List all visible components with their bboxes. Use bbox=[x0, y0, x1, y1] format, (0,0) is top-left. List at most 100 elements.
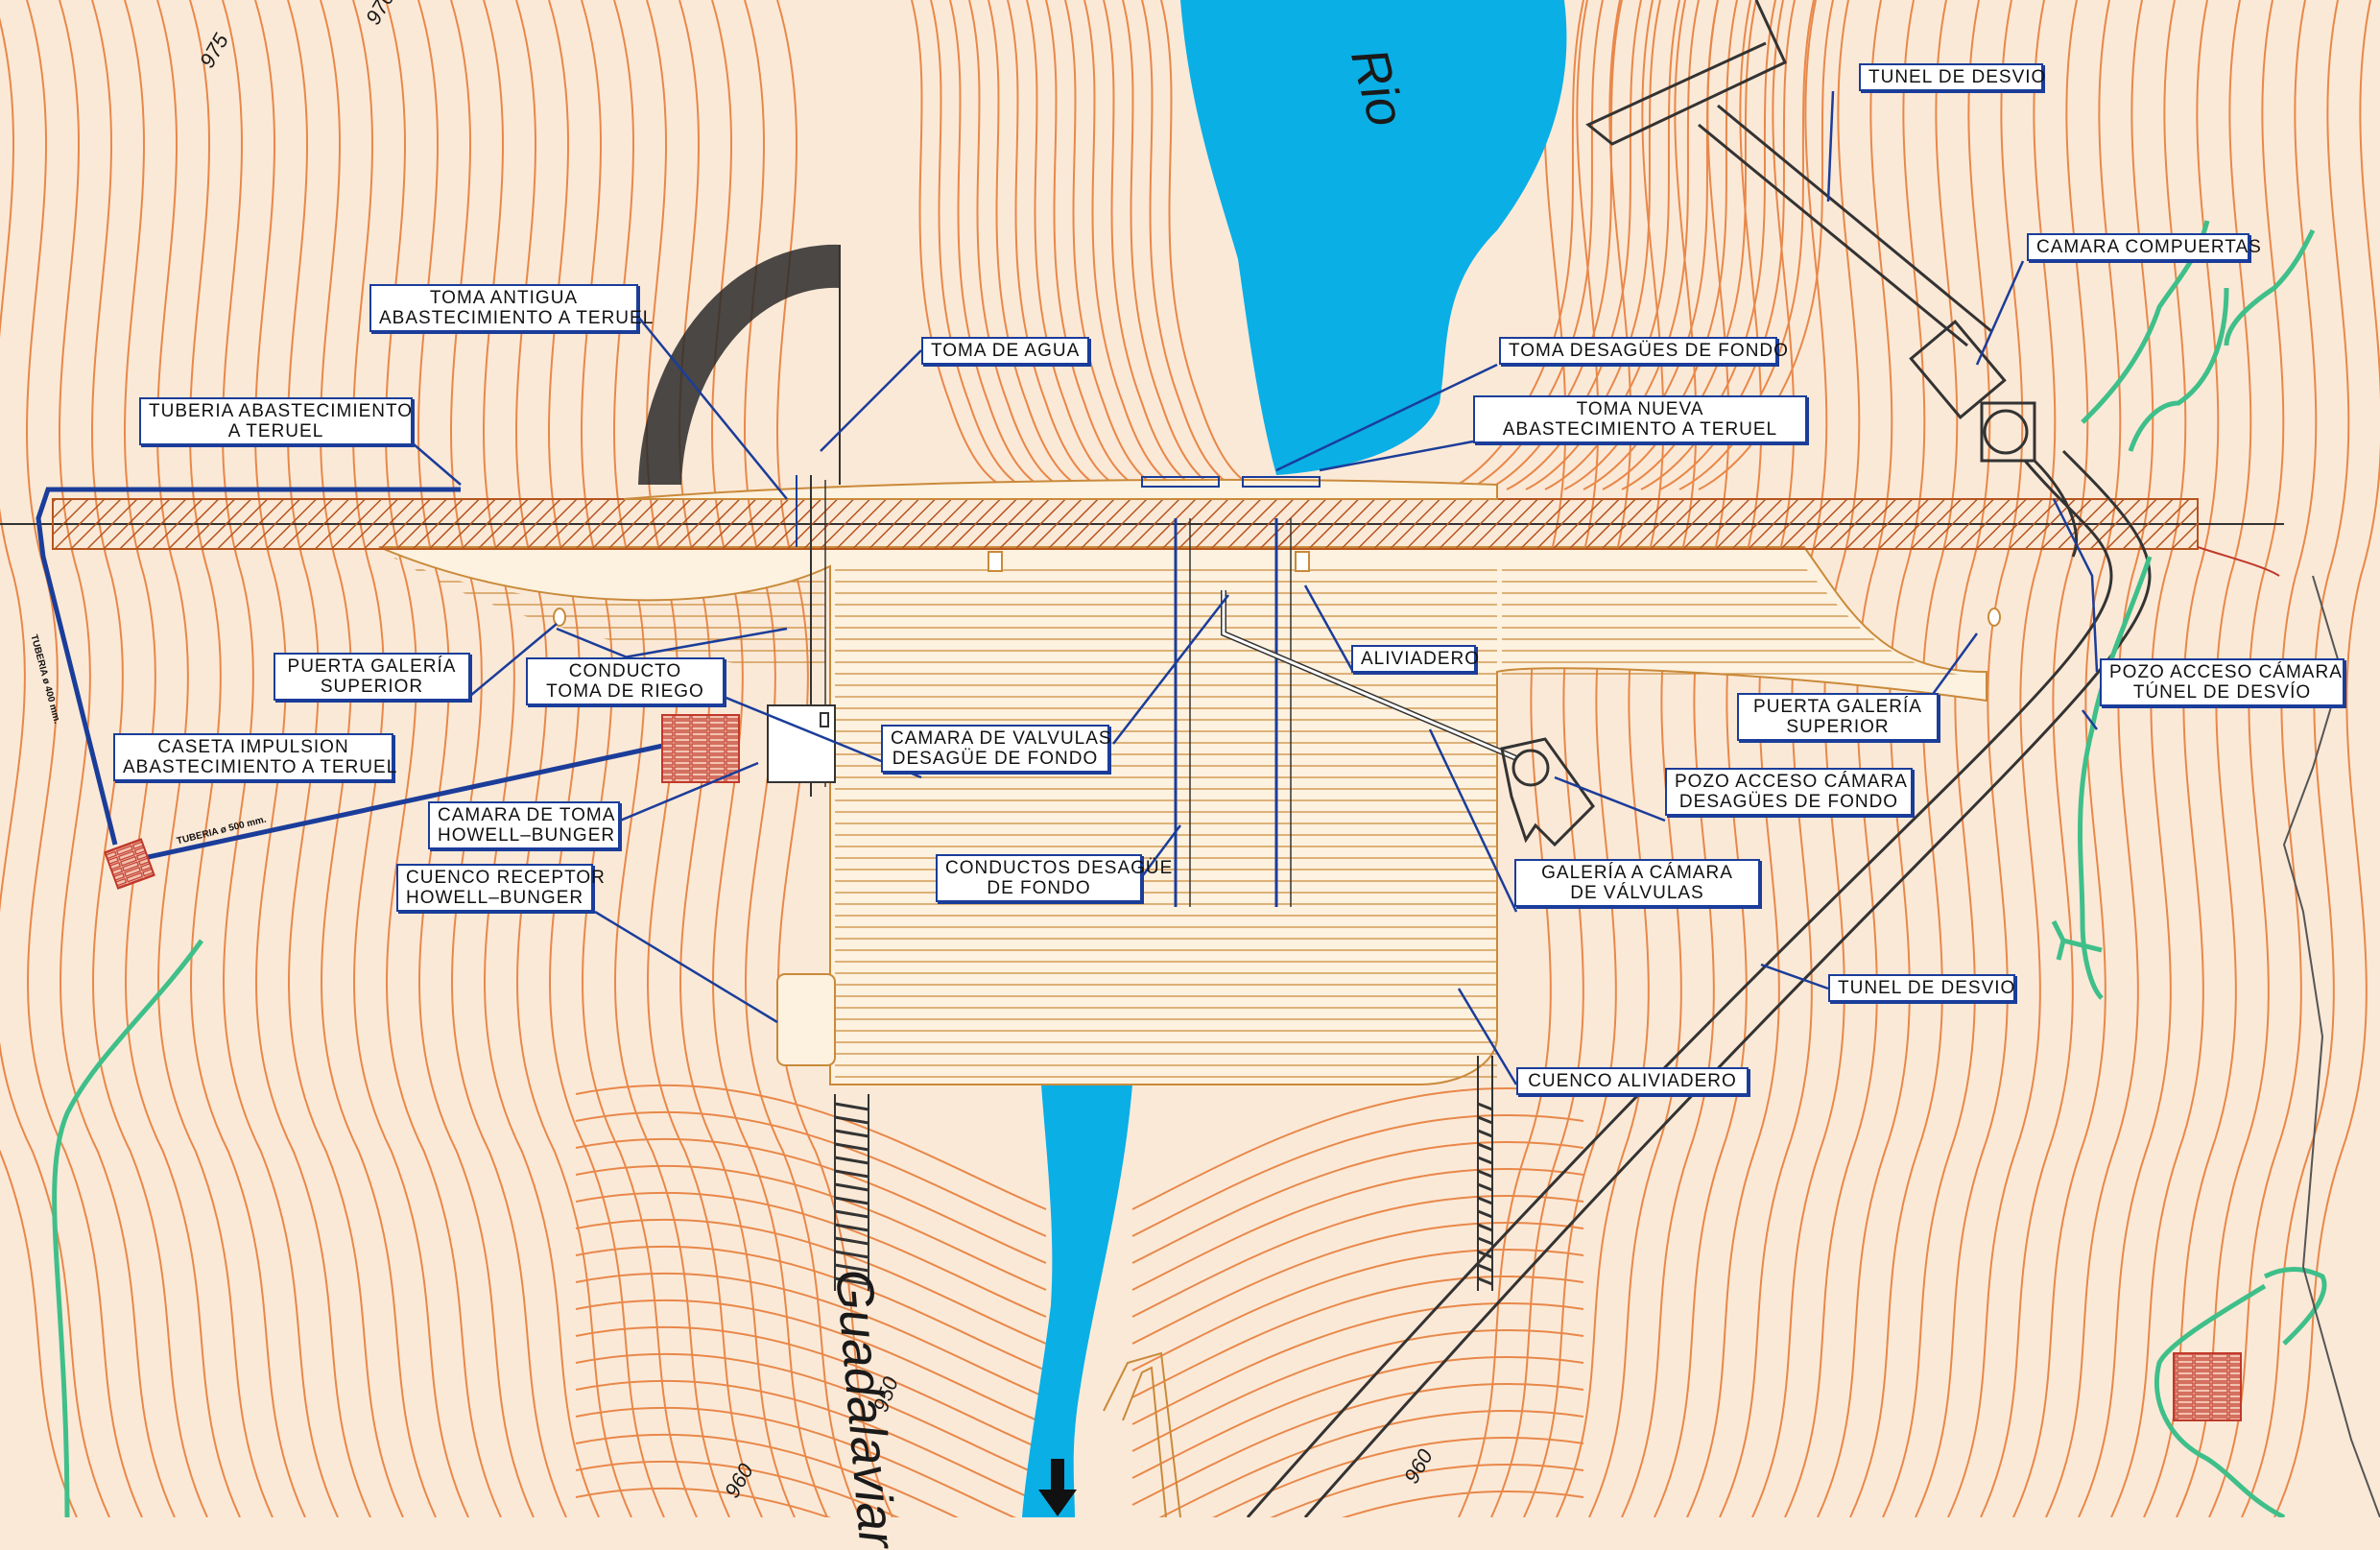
contour-line bbox=[1487, 0, 1623, 490]
dam-crest bbox=[0, 479, 2284, 550]
hatch-tick bbox=[834, 1209, 869, 1219]
hatch-tick bbox=[1477, 1250, 1493, 1259]
contour-line bbox=[1698, 0, 1834, 490]
flow-arrow bbox=[1038, 1459, 1077, 1516]
hatch-tick bbox=[834, 1169, 869, 1179]
contour-line bbox=[1045, 0, 1143, 490]
contour-line bbox=[1467, 0, 1604, 490]
contour-line bbox=[575, 1379, 1584, 1506]
contour-line bbox=[575, 1487, 1584, 1517]
contour-line bbox=[189, 0, 306, 1517]
contour-line bbox=[385, 0, 502, 1517]
contour-line bbox=[2143, 0, 2252, 1517]
valve-shaft bbox=[1500, 737, 1595, 847]
label-tunel-desvio-bottom: TUNEL DE DESVIO bbox=[1828, 974, 2015, 1002]
contour-line bbox=[1882, 0, 1991, 1517]
contour-line bbox=[575, 1191, 1584, 1318]
valve-chamber bbox=[767, 704, 836, 783]
hatch-tick bbox=[1477, 1182, 1493, 1192]
label-toma-desagues: TOMA DESAGÜES DE FONDO bbox=[1499, 337, 1788, 365]
contour-line bbox=[575, 1164, 1584, 1291]
contour-line bbox=[575, 1352, 1584, 1479]
contour-line bbox=[156, 0, 274, 1517]
contour-line bbox=[1083, 0, 1181, 490]
contour-line bbox=[575, 1218, 1584, 1345]
contour-line bbox=[1007, 0, 1105, 490]
hatch-tick bbox=[834, 1276, 869, 1286]
hatch-tick bbox=[1477, 1156, 1493, 1165]
contour-line bbox=[1026, 0, 1124, 490]
hatch-tick bbox=[1477, 1102, 1493, 1111]
contour-line bbox=[575, 1272, 1584, 1398]
contour-line bbox=[1506, 0, 1642, 490]
hatch-tick bbox=[834, 1223, 869, 1232]
contour-line bbox=[320, 0, 437, 1517]
contour-line bbox=[1448, 0, 1584, 490]
hatch-tick bbox=[834, 1263, 869, 1273]
label-camara-compuertas: CAMARA COMPUERTAS bbox=[2027, 233, 2261, 261]
contour-line bbox=[613, 0, 730, 1517]
contour-line bbox=[287, 0, 404, 1517]
contour-line bbox=[124, 0, 241, 1517]
contour-line bbox=[1563, 0, 1700, 490]
contour-line bbox=[575, 1406, 1584, 1517]
contour-line bbox=[91, 0, 208, 1517]
contour-line bbox=[1122, 0, 1220, 490]
hatch-tick bbox=[1477, 1223, 1493, 1232]
hatch-tick bbox=[1477, 1129, 1493, 1138]
hatch-tick bbox=[834, 1196, 869, 1205]
contour-line bbox=[59, 0, 176, 1517]
contour-line bbox=[988, 0, 1085, 490]
contour-line bbox=[1523, 0, 1632, 1517]
contour-line bbox=[1849, 0, 1959, 1517]
contour-line bbox=[1915, 0, 2024, 1517]
contour-line bbox=[1160, 0, 1258, 490]
contour-line bbox=[575, 1299, 1584, 1425]
hatch-tick bbox=[834, 1182, 869, 1192]
contour-line bbox=[2110, 0, 2220, 1517]
building-bottom-right bbox=[2173, 1352, 2242, 1421]
contour-line bbox=[222, 0, 339, 1517]
diversion-tunnel bbox=[1246, 0, 2152, 1517]
contour-line bbox=[1141, 0, 1239, 490]
reservoir-water bbox=[1180, 0, 1567, 475]
hatch-tick bbox=[1477, 1263, 1493, 1273]
hatch-tick bbox=[1477, 1169, 1493, 1179]
contour-line bbox=[26, 0, 143, 1517]
contour-line bbox=[1678, 0, 1815, 490]
label-cuenco-aliviadero: CUENCO ALIVIADERO bbox=[1516, 1067, 1749, 1095]
hatch-tick bbox=[1477, 1236, 1493, 1246]
contour-line bbox=[575, 1137, 1584, 1264]
hatch-tick bbox=[834, 1129, 869, 1138]
contour-line bbox=[2045, 0, 2154, 1517]
contour-line bbox=[1640, 0, 1776, 490]
hatch-tick bbox=[1477, 1196, 1493, 1205]
label-toma-de-agua: TOMA DE AGUA bbox=[921, 337, 1089, 365]
hatch-tick bbox=[1477, 1142, 1493, 1152]
label-aliviadero: ALIVIADERO bbox=[1351, 645, 1479, 673]
contour-line bbox=[575, 1325, 1584, 1452]
hatch-tick bbox=[1477, 1115, 1493, 1125]
contour-line bbox=[1947, 0, 2057, 1517]
contour-line bbox=[575, 1110, 1584, 1237]
contour-line bbox=[1659, 0, 1796, 490]
contour-line bbox=[678, 0, 796, 1517]
pump-station-small bbox=[104, 838, 155, 890]
hatch-tick bbox=[834, 1142, 869, 1152]
supply-pipe bbox=[36, 487, 673, 862]
dam-site-plan bbox=[0, 0, 2380, 1517]
contour-line bbox=[254, 0, 371, 1517]
hatch-tick bbox=[834, 1102, 869, 1111]
downstream-river bbox=[1022, 1085, 1132, 1517]
contour-line bbox=[1103, 0, 1201, 490]
